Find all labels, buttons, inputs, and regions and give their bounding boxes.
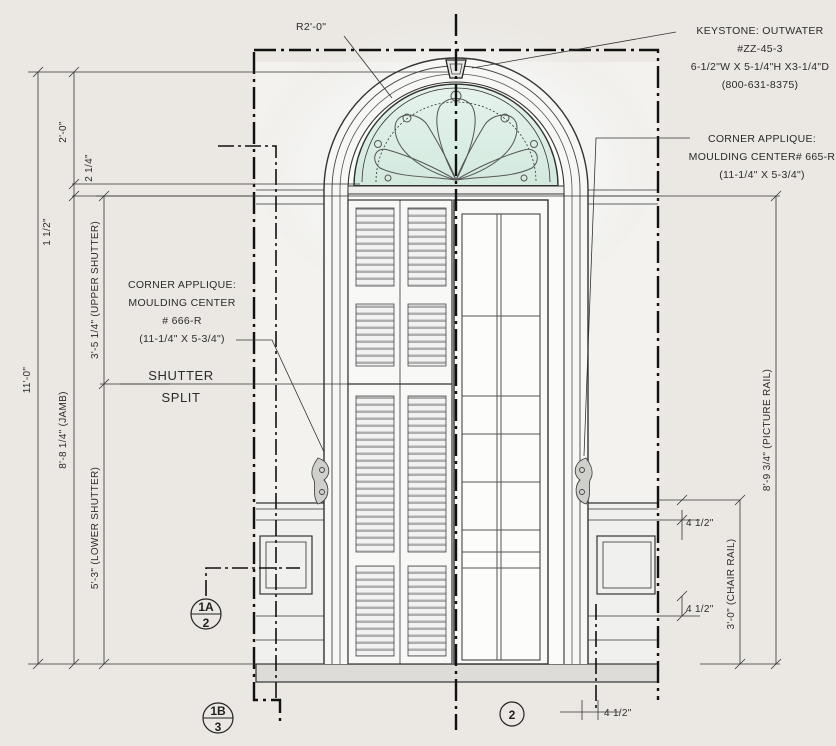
wainscot-left [256,500,336,664]
section-marker-1a: 1A 2 [190,598,222,630]
dim-rail-bottom: 4 1/2" [686,604,714,615]
dim-rail-top: 4 1/2" [686,518,714,529]
section-cut-lines [205,14,660,730]
dim-lower-shutter: 5'-3" (LOWER SHUTTER) [90,467,101,589]
radius-dim: R2'-0" [296,21,326,33]
keystone-note-3: 6-1/2"W X 5-1/4"H X3-1/4"D [691,61,830,73]
keystone-note-1: KEYSTONE: OUTWATER [696,25,823,37]
shutter-left [347,199,453,665]
marker-2-label: 2 [509,708,516,722]
section-marker-1b: 1B 3 [202,702,234,734]
door-right-glazed [453,199,549,665]
shutter-split-1: SHUTTER [148,368,214,383]
keystone-note-2: #ZZ-45-3 [737,43,783,55]
dimension-lines [28,31,782,720]
applique-left-note-4: (11-1/4" X 5-3/4") [139,333,225,345]
dim-upper-shutter: 3'-5 1/4" (UPPER SHUTTER) [90,221,101,359]
applique-left-note-2: MOULDING CENTER [128,297,235,309]
applique-left-note-3: # 666-R [162,315,202,327]
applique-right-note-2: MOULDING CENTER# 665-R [689,151,836,163]
dim-base-offset: 4 1/2" [604,708,632,719]
dim-arch-height: 2'-0" [58,121,69,143]
dim-picture-rail: 8'-9 3/4" (PICTURE RAIL) [762,369,773,491]
wainscot-right [576,500,658,664]
dim-chair-rail: 3'-0" (CHAIR RAIL) [726,539,737,630]
corner-applique-right [574,457,593,505]
dim-overall: 11'-0" [22,367,33,394]
marker-1b-top: 1B [210,704,226,718]
applique-right-note-3: (11-1/4" X 5-3/4") [719,169,805,181]
dim-jamb: 8'-8 1/4" (JAMB) [58,391,69,469]
marker-1b-bottom: 3 [215,720,222,734]
marker-1a-bottom: 2 [203,616,210,630]
shutter-split-2: SPLIT [161,390,200,405]
applique-right-note-1: CORNER APPLIQUE: [708,133,816,145]
keystone-note-4: (800-631-8375) [722,79,799,91]
dim-arch-gap: 2 1/4" [84,154,95,182]
marker-1a-top: 1A [198,600,214,614]
dim-gap-small: 1 1/2" [42,218,53,246]
corner-applique-left [311,457,330,505]
section-marker-2: 2 [499,701,525,727]
applique-left-note-1: CORNER APPLIQUE: [128,279,236,291]
